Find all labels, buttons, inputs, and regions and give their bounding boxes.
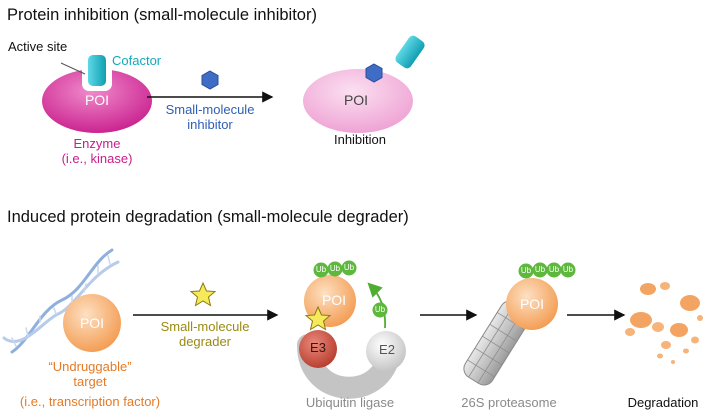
section2-title: Induced protein degradation (small-molec…: [7, 208, 409, 226]
ub-label-free: Ub: [374, 305, 386, 314]
proteasome-ub-label-1: Ub: [520, 266, 532, 275]
target-poi-label: POI: [79, 315, 105, 331]
ub-label-2: Ub: [329, 264, 341, 273]
enzyme-label-line2: (i.e., kinase): [61, 151, 133, 166]
cofactor-label: Cofactor: [112, 53, 162, 68]
e2-shape: [366, 331, 406, 371]
proteasome-poi-shape: [506, 278, 558, 330]
proteasome-label: 26S proteasome: [461, 395, 557, 410]
e2-label: E2: [379, 342, 395, 357]
target-label-line3: (i.e., transcription factor): [19, 394, 161, 409]
ub-label-3: Ub: [343, 263, 355, 272]
inhibited-poi-shape: [303, 63, 413, 133]
proteasome-poi-label: POI: [519, 296, 545, 312]
ligase-label: Ubiquitin ligase: [305, 395, 395, 410]
inhibitor-label-line2: inhibitor: [187, 117, 233, 132]
enzyme-poi-label: POI: [84, 92, 110, 108]
target-poi-shape: [63, 294, 121, 352]
cofactor-shape: [88, 55, 106, 86]
target-label-line2: target: [73, 374, 107, 389]
inhibited-poi-label: POI: [343, 92, 369, 108]
degradation-label: Degradation: [627, 395, 699, 410]
ubiquitin-chain-icon: [313, 260, 388, 318]
e3-shape: [299, 330, 337, 368]
released-cofactor-shape: [395, 35, 425, 69]
dna-helix-icon: [2, 248, 120, 354]
proteasome-ub-label-2: Ub: [534, 265, 546, 274]
proteasome-ub-label-4: Ub: [562, 265, 574, 274]
ub-label-1: Ub: [315, 265, 327, 274]
inhibitor-label-line1: Small-molecule: [165, 102, 255, 117]
proteasome-ubiquitin-chain-icon: [518, 262, 576, 279]
degrader-label-line1: Small-molecule: [160, 319, 250, 334]
star-degrader-icon: [189, 281, 217, 307]
target-label-line1: “Undruggable”: [48, 359, 132, 374]
hexagon-inhibitor-icon: [201, 70, 219, 90]
ligase-poi-label: POI: [321, 292, 347, 308]
degraded-fragments-shape: [625, 282, 703, 364]
active-site-label: Active site: [8, 39, 68, 54]
star-bound-icon: [304, 305, 332, 331]
active-site-pointer: [60, 62, 86, 75]
section1-title: Protein inhibition (small-molecule inhib…: [7, 6, 317, 24]
enzyme-label-line1: Enzyme: [73, 136, 121, 151]
degrader-label-line2: degrader: [178, 334, 232, 349]
proteasome-ub-label-3: Ub: [548, 265, 560, 274]
inhibition-label: Inhibition: [333, 132, 387, 147]
e3-label: E3: [310, 340, 326, 355]
